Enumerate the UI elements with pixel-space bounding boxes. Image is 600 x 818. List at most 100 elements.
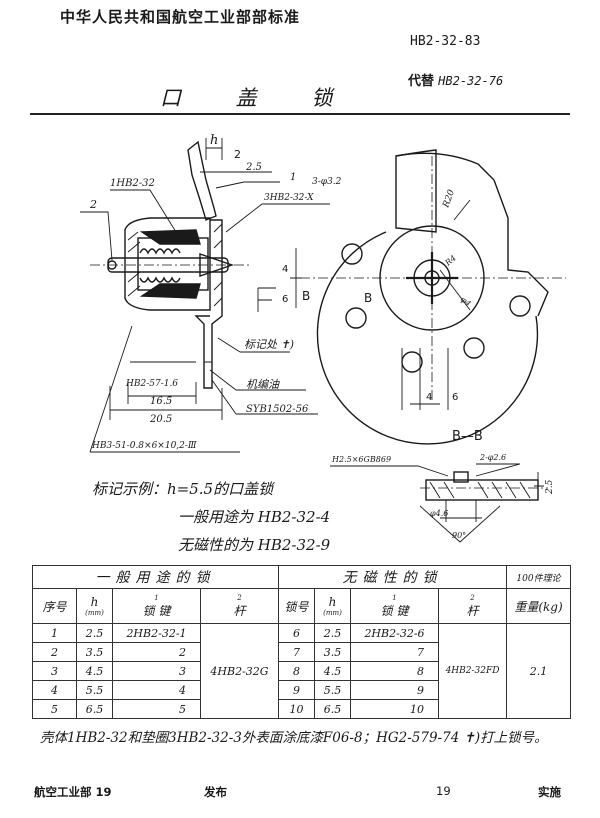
- cell-h: 5.5: [76, 680, 113, 700]
- table-row: 2 3.5 2 7 3.5 7: [32, 642, 571, 662]
- label-r20: R20: [441, 188, 457, 210]
- cell-key: 2HB2-32-1: [112, 623, 201, 643]
- side-section-view: [80, 138, 330, 453]
- label-b-left: B: [302, 289, 310, 303]
- group-general-header: 一般用途的锁: [32, 565, 279, 589]
- label-part-3: 3HB2-32-X: [264, 193, 314, 203]
- cell-lock-no: 10: [278, 699, 315, 719]
- cell-key2: 7: [350, 642, 439, 662]
- label-dim-1: 1: [290, 172, 296, 183]
- label-dim-6-h: 6: [452, 392, 458, 403]
- label-dim-2-5: 2.5: [245, 162, 262, 173]
- cell-rod-general: 4HB2-32G: [200, 623, 279, 719]
- label-d4: φ4: [459, 295, 473, 309]
- table-row: 4 5.5 4 9 5.5 9: [32, 680, 571, 700]
- cell-rod-nonmag: 4HB2-32FD: [438, 623, 507, 719]
- cell-weight: 2.1: [506, 623, 571, 719]
- label-part-1: 1HB2-32: [110, 178, 155, 189]
- label-dim-2: 2: [234, 148, 241, 161]
- cell-key: 4: [112, 680, 201, 700]
- label-b-center: B: [364, 291, 372, 305]
- col-h-unit: (mm): [85, 609, 104, 617]
- label-spring: HB3-51-0.8×6×10,2-Ⅲ: [91, 441, 197, 451]
- label-section-2-5: 2.5: [545, 479, 555, 495]
- cell-seq: 4: [32, 680, 77, 700]
- label-mark-position: 标记处 ✝): [244, 338, 294, 351]
- label-part-2: 2: [89, 198, 97, 211]
- col-key-label: 锁 键: [142, 603, 171, 618]
- example-line-2: 一般用途为 HB2-32-4: [178, 508, 331, 526]
- label-h: h: [210, 133, 218, 148]
- col-key2-number: 1: [392, 593, 397, 602]
- col-h-label: h: [90, 595, 99, 609]
- cell-seq: 2: [32, 642, 77, 662]
- cell-lock-no: 6: [278, 623, 315, 643]
- footer-date: 19: [436, 784, 451, 798]
- col-rod2-label: 杆: [466, 603, 479, 618]
- standard-organization: 中华人民共和国航空工业部部标准: [60, 8, 301, 26]
- label-hole: 3-φ3.2: [312, 177, 342, 187]
- example-line-3: 无磁性的为 HB2-32-9: [178, 536, 331, 554]
- col-seq: 序号: [32, 588, 77, 624]
- col-rod2-number: 2: [470, 593, 475, 602]
- replaces-code: HB2-32-76: [438, 74, 504, 88]
- label-dim-4-h: 4: [426, 392, 432, 403]
- col-lock-no: 锁号: [278, 588, 315, 624]
- weight-header-bottom: 重量(kg): [506, 588, 571, 624]
- cell-key: 2: [112, 642, 201, 662]
- cell-lock-no: 7: [278, 642, 315, 662]
- cell-key2: 9: [350, 680, 439, 700]
- label-dim-4-v: 4: [282, 264, 288, 275]
- section-b-view: [330, 463, 548, 543]
- cell-key: 5: [112, 699, 201, 719]
- col-key2-label: 锁 键: [380, 603, 409, 618]
- col-rod-number: 2: [237, 593, 242, 602]
- example-line-1: 标记示例：h=5.5的口盖锁: [92, 480, 274, 498]
- label-material-2: SYB1502-56: [246, 404, 309, 415]
- cell-h: 4.5: [76, 661, 113, 681]
- cell-seq: 5: [32, 699, 77, 719]
- col-rod-label: 杆: [233, 603, 246, 618]
- cell-h2: 2.5: [314, 623, 351, 643]
- label-dim-20-5: 20.5: [149, 414, 172, 425]
- table-row: 5 6.5 5 10 6.5 10: [32, 699, 571, 719]
- cell-lock-no: 9: [278, 680, 315, 700]
- cell-h: 3.5: [76, 642, 113, 662]
- cell-h2: 6.5: [314, 699, 351, 719]
- standard-code: HB2-32-83: [410, 34, 481, 49]
- footer-issued: 发布: [204, 785, 227, 799]
- col-h-2: h(mm): [314, 588, 351, 624]
- cell-h2: 4.5: [314, 661, 351, 681]
- front-view: [290, 149, 566, 445]
- group-nonmagnetic-header: 无磁性的锁: [278, 565, 507, 589]
- cell-h: 2.5: [76, 623, 113, 643]
- cell-seq: 3: [32, 661, 77, 681]
- section-title: B—B: [452, 429, 483, 444]
- label-part-57: HB2-57-1.6: [125, 379, 178, 389]
- label-section-angle: 90°: [452, 531, 466, 540]
- cell-key: 3: [112, 661, 201, 681]
- weight-header-top: 100件理论: [506, 565, 571, 589]
- footer-org: 航空工业部 19: [34, 785, 112, 799]
- label-dim-6-v: 6: [282, 294, 288, 305]
- cell-h2: 5.5: [314, 680, 351, 700]
- replaces-note: 代替 HB2-32-76: [408, 70, 503, 89]
- cell-seq: 1: [32, 623, 77, 643]
- col-h: h(mm): [76, 588, 113, 624]
- cell-h2: 3.5: [314, 642, 351, 662]
- label-rivet-hole: 2-φ2.6: [479, 453, 506, 462]
- label-rivet: H2.5×6GB869: [331, 455, 391, 464]
- label-material-1: 机编油: [246, 378, 280, 391]
- col-h2-unit: (mm): [323, 609, 342, 617]
- label-section-dia: φ4.6: [430, 509, 448, 518]
- cell-lock-no: 8: [278, 661, 315, 681]
- table-row: 1 2.5 2HB2-32-1 4HB2-32G 6 2.5 2HB2-32-6…: [32, 623, 571, 719]
- cell-key2: 2HB2-32-6: [350, 623, 439, 643]
- cell-h: 6.5: [76, 699, 113, 719]
- technical-drawing: h 2 2.5 1 3-φ3.2 3HB2-32-X 1HB2-32 2 R20…: [80, 133, 566, 543]
